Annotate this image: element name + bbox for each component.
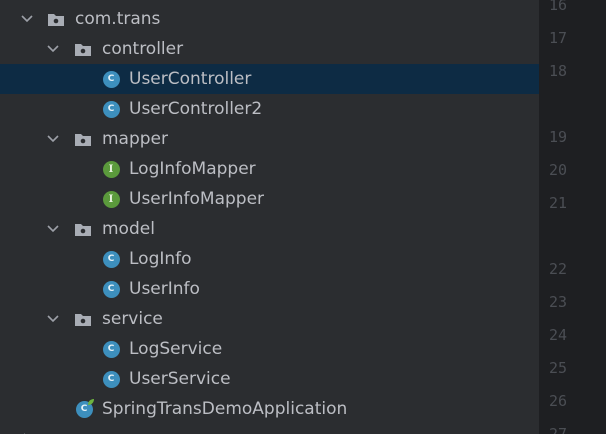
line-number: 16 — [549, 0, 568, 14]
tree-item-usercontroller[interactable]: C UserController — [0, 64, 539, 94]
tree-item-loginfo[interactable]: C LogInfo — [0, 244, 539, 274]
tree-item-label: UserService — [129, 369, 231, 389]
line-number: 20 — [549, 161, 568, 179]
tree-item-com-trans[interactable]: com.trans — [0, 4, 539, 34]
line-number: 21 — [549, 194, 568, 212]
chevron-down-icon[interactable] — [46, 312, 60, 326]
line-number: 26 — [549, 392, 568, 410]
tree-item-userinfo[interactable]: C UserInfo — [0, 274, 539, 304]
tree-item-model[interactable]: model — [0, 214, 539, 244]
chevron-down-icon[interactable] — [46, 222, 60, 236]
line-number: 24 — [549, 326, 568, 344]
tree-item-label: UserController — [129, 69, 252, 89]
line-number: 22 — [549, 260, 568, 278]
chevron-down-icon[interactable] — [46, 132, 60, 146]
tree-item-usercontroller2[interactable]: C UserController2 — [0, 94, 539, 124]
line-number: 17 — [549, 29, 568, 47]
line-number: 18 — [549, 62, 568, 80]
class-icon: C — [102, 280, 120, 298]
tree-item-label: UserInfo — [129, 279, 200, 299]
tree-item-label: LogService — [129, 339, 223, 359]
tree-item-label: mapper — [102, 129, 169, 149]
package-folder-icon — [74, 40, 92, 58]
tree-item-controller[interactable]: controller — [0, 34, 539, 64]
tree-item-loginfomapper[interactable]: I LogInfoMapper — [0, 154, 539, 184]
tree-item-label: service — [102, 309, 163, 329]
tree-item-mapper[interactable]: mapper — [0, 124, 539, 154]
chevron-down-icon[interactable] — [46, 42, 60, 56]
line-number: 25 — [549, 359, 568, 377]
package-folder-icon — [74, 130, 92, 148]
line-number: 19 — [549, 128, 568, 146]
package-folder-icon — [74, 310, 92, 328]
class-icon: C — [102, 70, 120, 88]
package-folder-icon — [74, 220, 92, 238]
tree-item-label: model — [102, 219, 155, 239]
class-icon: C — [102, 250, 120, 268]
tree-item-logservice[interactable]: C LogService — [0, 334, 539, 364]
chevron-down-icon[interactable] — [20, 12, 34, 26]
tree-item-userinfomapper[interactable]: I UserInfoMapper — [0, 184, 539, 214]
tree-item-springtransdemoapplication[interactable]: C SpringTransDemoApplication — [0, 394, 539, 424]
tree-item-userservice[interactable]: C UserService — [0, 364, 539, 394]
interface-icon: I — [102, 190, 120, 208]
class-icon: C — [102, 100, 120, 118]
tree-item-label: SpringTransDemoApplication — [102, 399, 348, 419]
tree-item-partial[interactable] — [0, 424, 539, 434]
spring-boot-class-icon: C — [75, 399, 94, 418]
line-number: 23 — [549, 293, 568, 311]
tree-item-label: UserInfoMapper — [129, 189, 265, 209]
tree-item-label: com.trans — [75, 9, 161, 29]
class-icon: C — [102, 340, 120, 358]
tree-item-label: UserController2 — [129, 99, 263, 119]
class-icon: C — [102, 370, 120, 388]
line-number: 27 — [549, 425, 568, 434]
tree-item-label: LogInfo — [129, 249, 192, 269]
editor-gutter: 16 17 18 19 20 21 22 23 24 25 26 27 — [539, 0, 606, 434]
tree-item-label: LogInfoMapper — [129, 159, 256, 179]
package-folder-icon — [47, 10, 65, 28]
tree-item-label: controller — [102, 39, 184, 59]
tree-item-service[interactable]: service — [0, 304, 539, 334]
project-tree: com.trans controller C UserController C … — [0, 4, 539, 434]
interface-icon: I — [102, 160, 120, 178]
